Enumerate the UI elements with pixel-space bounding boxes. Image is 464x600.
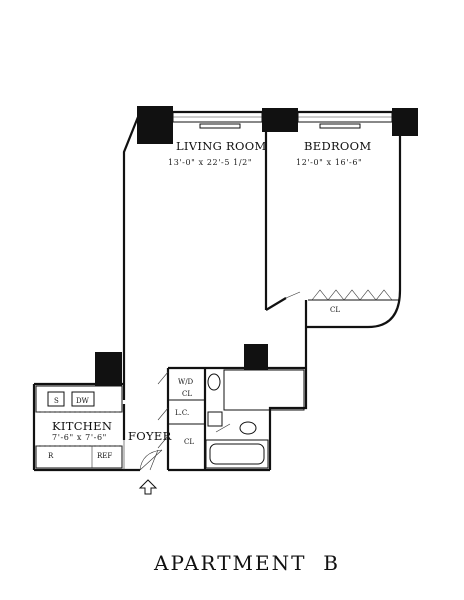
bedroom-closet-label: CL xyxy=(330,306,340,314)
windows xyxy=(172,111,393,129)
kitchen-fixtures xyxy=(35,385,123,469)
refrigerator-label: REF xyxy=(97,452,112,460)
range-label: R xyxy=(48,452,54,460)
bedroom-closet xyxy=(308,289,400,301)
foyer-label: FOYER xyxy=(128,429,172,443)
foyer-closet-label: CL xyxy=(184,438,194,446)
washer-dryer-closet-label: CL xyxy=(182,390,192,398)
linen-closet-label: L.C. xyxy=(175,409,189,417)
entry-arrow-icon xyxy=(138,479,158,495)
washer-dryer-label: W/D xyxy=(178,378,194,386)
sink-label: S xyxy=(54,397,59,405)
bedroom-dims: 12'-0" x 16'-6" xyxy=(296,158,362,167)
doors xyxy=(123,291,301,471)
living-room-label: LIVING ROOM xyxy=(176,139,267,153)
dishwasher-label: DW xyxy=(76,397,90,405)
kitchen-label: KITCHEN xyxy=(52,419,112,433)
bathroom xyxy=(205,369,305,469)
bedroom-label: BEDROOM xyxy=(304,139,371,153)
structural-columns xyxy=(95,106,418,386)
plan-title: APARTMENT B xyxy=(153,551,340,575)
living-room-dims: 13'-0" x 22'-5 1/2" xyxy=(168,158,252,167)
kitchen-dims: 7'-6" x 7'-6" xyxy=(52,433,107,442)
